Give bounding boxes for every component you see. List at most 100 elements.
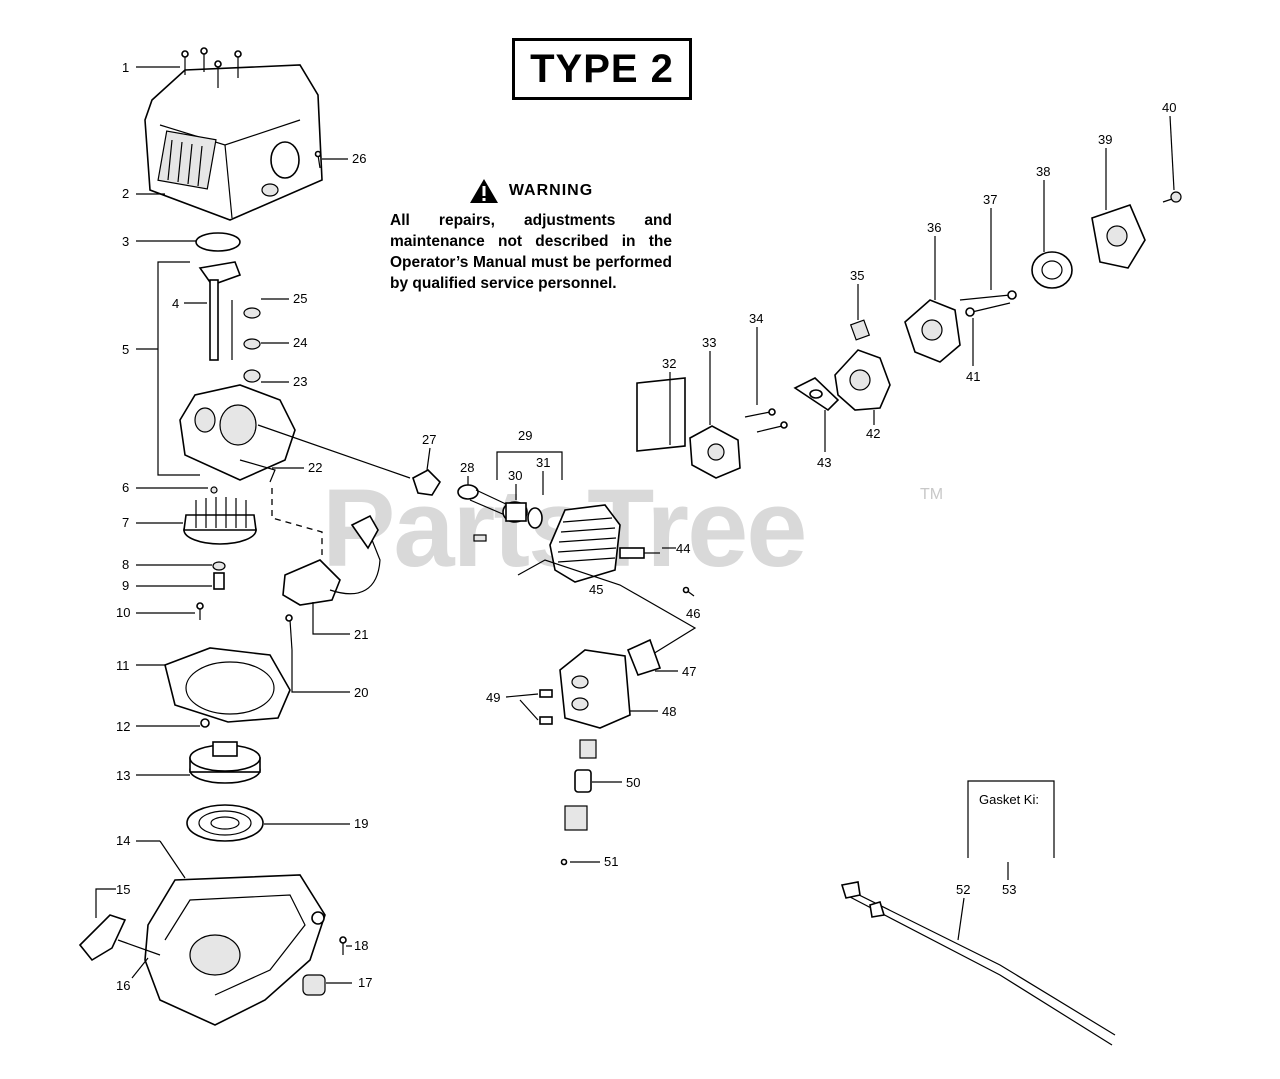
- gasket-50[interactable]: [574, 769, 592, 793]
- callout-26: 26: [352, 151, 366, 166]
- callout-27: 27: [422, 432, 436, 447]
- throttle-cable[interactable]: [840, 881, 1116, 1046]
- callout-32: 32: [662, 356, 676, 371]
- air-filter[interactable]: [1031, 251, 1073, 289]
- washer-24[interactable]: [243, 338, 261, 350]
- cylinder[interactable]: [549, 504, 621, 583]
- piston-ring[interactable]: [527, 507, 543, 529]
- insulator-block[interactable]: [689, 425, 741, 479]
- flywheel[interactable]: [183, 497, 257, 545]
- warning-icon: [469, 179, 498, 203]
- callout-15: 15: [116, 882, 130, 897]
- carburetor[interactable]: [834, 319, 891, 411]
- knob-40[interactable]: [1162, 191, 1182, 203]
- washer-25[interactable]: [243, 307, 261, 319]
- connecting-rod[interactable]: [457, 484, 509, 516]
- callout-9: 9: [122, 578, 129, 593]
- callout-39: 39: [1098, 132, 1112, 147]
- callout-38: 38: [1036, 164, 1050, 179]
- callout-30: 30: [508, 468, 522, 483]
- cover-screws[interactable]: [181, 47, 242, 88]
- screws-34[interactable]: [744, 408, 788, 433]
- callout-41: 41: [966, 369, 980, 384]
- gasket-32[interactable]: [636, 377, 686, 452]
- callout-22: 22: [308, 460, 322, 475]
- pulley[interactable]: [189, 741, 261, 784]
- callout-17: 17: [358, 975, 372, 990]
- warning-heading: WARNING: [508, 182, 594, 199]
- ignition-module[interactable]: [282, 514, 381, 606]
- callout-35: 35: [850, 268, 864, 283]
- shield-plate[interactable]: [579, 739, 597, 759]
- callout-16: 16: [116, 978, 130, 993]
- callout-50: 50: [626, 775, 640, 790]
- crankcase[interactable]: [179, 384, 296, 483]
- starter-plate[interactable]: [164, 647, 291, 723]
- screw-10[interactable]: [196, 602, 204, 620]
- shaft-assembly[interactable]: [198, 261, 242, 361]
- diagram-title: TYPE 2: [512, 38, 692, 100]
- callout-14: 14: [116, 833, 130, 848]
- nut-23[interactable]: [243, 369, 261, 383]
- callout-18: 18: [354, 938, 368, 953]
- screw-18[interactable]: [339, 936, 347, 955]
- warning-header: WARNING: [390, 178, 672, 204]
- muffler-gasket[interactable]: [626, 638, 662, 676]
- washer-8[interactable]: [212, 561, 226, 571]
- callout-29: 29: [518, 428, 532, 443]
- air-box[interactable]: [904, 299, 961, 363]
- screw-20[interactable]: [285, 614, 293, 651]
- callout-2: 2: [122, 186, 129, 201]
- grommet-17[interactable]: [302, 974, 326, 996]
- callout-44: 44: [676, 541, 690, 556]
- o-ring[interactable]: [195, 232, 241, 252]
- callout-36: 36: [927, 220, 941, 235]
- spark-screen[interactable]: [564, 805, 588, 831]
- callout-21: 21: [354, 627, 368, 642]
- gasket-kit-label: Gasket Ki:: [979, 792, 1039, 807]
- starter-housing[interactable]: [144, 874, 326, 1026]
- callout-8: 8: [122, 557, 129, 572]
- screw-26[interactable]: [314, 150, 322, 169]
- piston[interactable]: [502, 501, 528, 523]
- engine-cover[interactable]: [144, 64, 323, 221]
- watermark-trademark: TM: [920, 486, 944, 503]
- bearing-28[interactable]: [473, 534, 487, 542]
- bolts-37[interactable]: [959, 290, 1017, 317]
- filter-cover[interactable]: [1091, 204, 1146, 269]
- callout-6: 6: [122, 480, 129, 495]
- callout-20: 20: [354, 685, 368, 700]
- callout-25: 25: [293, 291, 307, 306]
- gasket-27[interactable]: [412, 469, 442, 496]
- callout-48: 48: [662, 704, 676, 719]
- callout-23: 23: [293, 374, 307, 389]
- callout-12: 12: [116, 719, 130, 734]
- callout-34: 34: [749, 311, 763, 326]
- spacer-9[interactable]: [213, 572, 225, 590]
- warning-box: WARNING All repairs, adjustments and mai…: [390, 178, 672, 294]
- callout-28: 28: [460, 460, 474, 475]
- callout-19: 19: [354, 816, 368, 831]
- callout-40: 40: [1162, 100, 1176, 115]
- key-6[interactable]: [210, 486, 218, 494]
- muffler[interactable]: [559, 649, 631, 729]
- leader-27: [257, 424, 411, 479]
- muffler-bolts[interactable]: [539, 689, 553, 725]
- callout-49: 49: [486, 690, 500, 705]
- callout-37: 37: [983, 192, 997, 207]
- callout-45: 45: [589, 582, 603, 597]
- callout-33: 33: [702, 335, 716, 350]
- rewind-spring[interactable]: [186, 804, 264, 842]
- spark-plug[interactable]: [619, 547, 660, 559]
- callout-24: 24: [293, 335, 307, 350]
- callout-13: 13: [116, 768, 130, 783]
- starter-handle[interactable]: [78, 914, 161, 962]
- warning-text: All repairs, adjustments and maintenance…: [390, 212, 672, 292]
- callout-42: 42: [866, 426, 880, 441]
- callout-31: 31: [536, 455, 550, 470]
- callout-4: 4: [172, 296, 179, 311]
- gasket-kit-bracket: [967, 780, 1055, 858]
- screw-46[interactable]: [682, 586, 695, 597]
- screw-51[interactable]: [560, 858, 568, 866]
- screw-12[interactable]: [200, 718, 210, 728]
